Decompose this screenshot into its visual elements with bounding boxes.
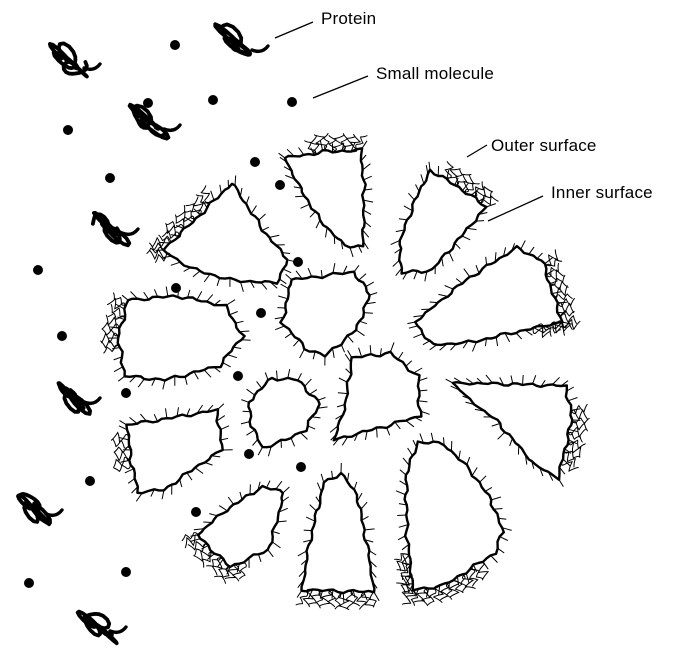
small-molecule-dot (191, 507, 201, 517)
inner-surface-label: Inner surface (551, 183, 653, 203)
small-molecule-dot (296, 462, 306, 472)
small-molecule-dot (250, 157, 260, 167)
small-molecule-dot (244, 449, 254, 459)
small-molecule-dot (256, 308, 266, 318)
protein-label: Protein (321, 9, 376, 29)
small-molecule-dot (293, 257, 303, 267)
pore-particle (275, 263, 377, 365)
pore-particle (396, 433, 512, 597)
small-molecule-dot (121, 388, 131, 398)
small-molecule-dot (143, 98, 153, 108)
small-molecule-dot (105, 173, 115, 183)
small-molecule-label: Small molecule (376, 64, 494, 84)
pore-particle (279, 141, 374, 258)
protein-coil (215, 24, 268, 55)
small-molecule-dot (63, 125, 73, 135)
small-molecule-dot (57, 331, 67, 341)
small-molecule-dot (170, 40, 180, 50)
protein-coil (78, 612, 126, 644)
small-molecule-dot (24, 578, 34, 588)
small-molecule-dot (171, 283, 181, 293)
pore-group (108, 141, 580, 604)
small-molecule-dot (275, 180, 285, 190)
small-molecule-dot (85, 476, 95, 486)
protein-coil (18, 494, 62, 524)
protein-leader-line (275, 22, 313, 38)
small-molecule-dot (287, 97, 297, 107)
pore-particle (108, 287, 250, 390)
protein-coil (59, 383, 101, 414)
small-molecule-dot (208, 95, 218, 105)
small-molecule-leader-line (313, 76, 368, 98)
small-molecule-dot (121, 567, 131, 577)
pore-particle (391, 162, 496, 281)
small-molecule-dot (33, 265, 43, 275)
pore-particle (241, 369, 328, 456)
pore-particle (190, 481, 289, 575)
protein-coil (93, 213, 138, 246)
outer-surface-label: Outer surface (491, 136, 597, 156)
protein-coil (130, 105, 180, 139)
pore-particle (119, 404, 233, 502)
pore-particle (330, 342, 430, 445)
small-molecule-dot (233, 371, 243, 381)
outer-surface-leader-line (467, 145, 487, 157)
pore-particle (297, 463, 379, 603)
protein-coil (50, 43, 100, 76)
pore-particle (156, 176, 298, 292)
